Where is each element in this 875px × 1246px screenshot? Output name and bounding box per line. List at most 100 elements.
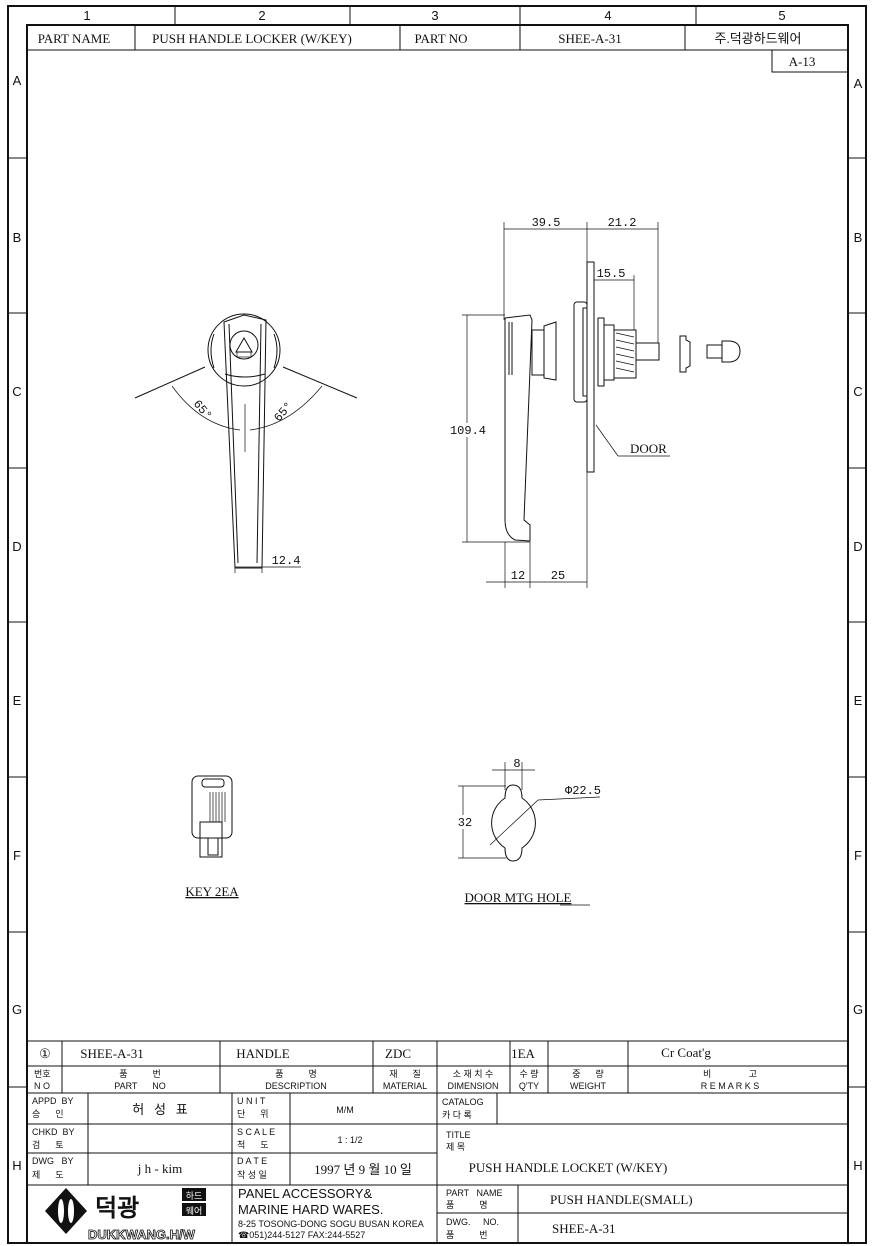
row-label: D	[853, 539, 862, 554]
scale-label-ko: 척 도	[237, 1140, 269, 1150]
header-dim-ko: 소 재 치 수	[453, 1068, 494, 1079]
header-mat-en: MATERIAL	[383, 1081, 427, 1091]
header-weight-en: WEIGHT	[570, 1081, 606, 1091]
door-label: DOOR	[630, 441, 667, 456]
company-block: 덕광 하드 웨어 DUKKWANG.H/W PANEL ACCESSORY& M…	[45, 1186, 424, 1242]
height-dimension-mask	[455, 815, 475, 829]
row-label: G	[12, 1002, 22, 1017]
company-phone: ☎051)244-5127 FAX:244-5527	[238, 1230, 365, 1240]
bom-remarks: Cr Coat'g	[661, 1045, 711, 1060]
row-label: H	[853, 1158, 862, 1173]
appd-label-en: APPD BY	[32, 1096, 74, 1106]
dimension-12: 12	[511, 569, 525, 583]
header-qty-en: Q'TY	[519, 1081, 539, 1091]
part-name-label-ko: 품 명	[446, 1200, 488, 1210]
logo-korean: 덕광	[95, 1194, 139, 1222]
scale-value: 1 : 1/2	[337, 1135, 362, 1145]
date-value: 1997 년 9 월 10 일	[314, 1162, 412, 1177]
header-no-ko: 번호	[34, 1069, 51, 1079]
row-label: A	[854, 76, 863, 91]
bom-no: ①	[39, 1046, 51, 1061]
row-label: E	[13, 693, 22, 708]
row-label: A	[13, 73, 22, 88]
row-label: C	[853, 384, 862, 399]
row-label: G	[853, 1002, 863, 1017]
header-weight-ko: 중 량	[572, 1068, 604, 1079]
company-name: 주.덕광하드웨어	[715, 31, 802, 46]
side-view-assembly: 39.5 21.2 15.5 109.4 12 25 DOOR	[448, 216, 741, 588]
angle-right-dimension: 65°	[271, 399, 296, 425]
dwg-label-ko: 제 도	[32, 1170, 64, 1180]
dimension-109-4: 109.4	[450, 424, 486, 438]
row-label: F	[854, 848, 862, 863]
header-no-en: N O	[34, 1081, 50, 1091]
part-name-value: PUSH HANDLE LOCKER (W/KEY)	[152, 31, 352, 46]
title-block: APPD BY 승 인 허 성 표 CHKD BY 검 토 DWG BY 제 도…	[27, 1093, 848, 1243]
header-mat-ko: 재 질	[389, 1068, 421, 1079]
column-label: 3	[431, 8, 438, 23]
drawing-number-value: SHEE-A-31	[552, 1221, 616, 1236]
row-labels-left: A B C D E F G H	[12, 73, 22, 1173]
bom-qty: 1EA	[511, 1046, 535, 1061]
angle-left-dimension: 65°	[190, 397, 215, 423]
bom-part-no: SHEE-A-31	[80, 1046, 144, 1061]
part-name-label: PART NAME	[38, 31, 111, 46]
column-label: 1	[83, 8, 90, 23]
company-line-1: PANEL ACCESSORY&	[238, 1186, 372, 1201]
title-label-ko: 제 목	[446, 1142, 465, 1152]
row-label: B	[13, 230, 22, 245]
bom-material: ZDC	[385, 1046, 411, 1061]
bill-of-materials: ① SHEE-A-31 HANDLE ZDC 1EA Cr Coat'g 번호 …	[27, 1040, 848, 1094]
header-remarks-en: R E M A R K S	[701, 1081, 760, 1091]
header-row: PART NAME PUSH HANDLE LOCKER (W/KEY) PAR…	[27, 25, 848, 73]
part-name-label-en: PART NAME	[446, 1188, 503, 1198]
part-name-value: PUSH HANDLE(SMALL)	[550, 1192, 693, 1207]
row-label: E	[854, 693, 863, 708]
bom-description: HANDLE	[236, 1046, 289, 1061]
dwg-no-label-en: DWG. NO.	[446, 1217, 499, 1227]
company-line-2: MARINE HARD WARES.	[238, 1202, 383, 1217]
sheet-reference: A-13	[789, 54, 816, 69]
row-label: D	[12, 539, 21, 554]
key-drawing: KEY 2EA	[185, 775, 239, 899]
slot-width-dimension: 8	[513, 757, 520, 771]
row-label: C	[12, 384, 21, 399]
unit-label-ko: 단 위	[237, 1109, 269, 1119]
date-label-ko: 작 성 일	[237, 1170, 267, 1180]
part-no-value: SHEE-A-31	[558, 31, 622, 46]
logo-sub-2: 웨어	[186, 1205, 203, 1217]
header-qty-ko: 수 량	[519, 1068, 538, 1079]
unit-label-en: U N I T	[237, 1096, 266, 1106]
header-desc-ko: 품 명	[275, 1069, 317, 1079]
chkd-label-en: CHKD BY	[32, 1127, 75, 1137]
door-plate	[586, 261, 595, 473]
width-dimension: 12.4	[272, 554, 301, 568]
date-label-en: D A T E	[237, 1156, 267, 1166]
bom-headers: 번호 N O 품 번 PART NO 품 명 DESCRIPTION 재 질 M…	[34, 1068, 759, 1091]
catalog-label-ko: 카 다 록	[442, 1110, 472, 1120]
column-label: 4	[604, 8, 611, 23]
unit-value: M/M	[336, 1105, 354, 1115]
row-labels-right: A B C D E F G H	[853, 76, 863, 1173]
drawing-title: PUSH HANDLE LOCKET (W/KEY)	[469, 1160, 668, 1175]
header-part-no-ko: 품 번	[119, 1069, 161, 1079]
height-dimension: 32	[458, 816, 472, 830]
catalog-label-en: CATALOG	[442, 1097, 484, 1107]
approved-by-value: 허 성 표	[132, 1102, 187, 1117]
dimension-21-2: 21.2	[608, 216, 637, 230]
header-desc-en: DESCRIPTION	[265, 1081, 327, 1091]
row-label: F	[13, 848, 21, 863]
part-no-label: PART NO	[414, 31, 467, 46]
column-label: 5	[778, 8, 785, 23]
dimension-15-5: 15.5	[597, 267, 626, 281]
logo-english: DUKKWANG.H/W	[88, 1227, 196, 1242]
door-mounting-hole: 8 Φ22.5 32 DOOR MTG HOLE	[455, 757, 601, 906]
dwg-no-label-ko: 품 번	[446, 1230, 488, 1240]
scale-label-en: S C A L E	[237, 1127, 275, 1137]
row-label: B	[854, 230, 863, 245]
column-label: 2	[258, 8, 265, 23]
dwg-label-en: DWG BY	[32, 1156, 74, 1166]
dimension-39-5: 39.5	[532, 216, 561, 230]
key-label: KEY 2EA	[185, 884, 239, 899]
